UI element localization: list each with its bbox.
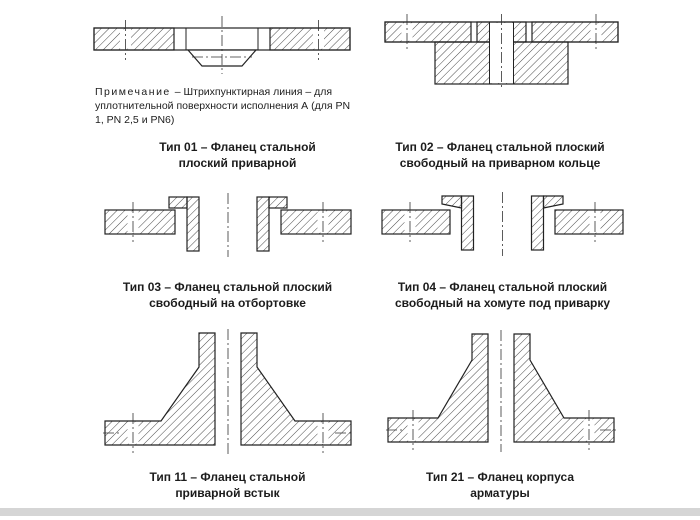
flange-type-02-drawing <box>384 14 619 88</box>
flange-type-11-drawing <box>103 329 353 455</box>
flange-plate-section <box>93 27 351 67</box>
flange-type-01-drawing <box>93 16 351 74</box>
note: Примечание– Штрихпунктирная линия – для … <box>95 86 357 128</box>
caption-line: свободный на отбортовке <box>149 296 306 311</box>
centerlines <box>125 16 319 74</box>
caption-type-04: Тип 04 – Фланец стальной плоский свободн… <box>378 279 627 311</box>
caption-line: Тип 04 – Фланец стальной плоский <box>397 280 608 294</box>
caption-line: свободный на приварном кольце <box>399 156 601 171</box>
caption-line: Тип 01 – Фланец стальной <box>159 140 316 154</box>
centerlines <box>406 14 597 88</box>
caption-type-21: Тип 21 – Фланец корпуса арматуры <box>395 469 605 501</box>
flange-type-03-drawing <box>104 193 352 257</box>
loose-flange-section <box>381 209 624 235</box>
flange-type-04-drawing <box>381 192 624 256</box>
caption-line: приварной встык <box>175 486 280 501</box>
centerlines <box>386 330 616 452</box>
caption-line: Тип 03 – Фланец стальной плоский <box>122 280 333 294</box>
page-bottom-edge <box>0 508 700 516</box>
caption-line: Тип 11 – Фланец стальной <box>149 470 306 484</box>
caption-line: Тип 02 – Фланец стальной плоский <box>395 140 605 154</box>
note-label: Примечание <box>95 86 171 98</box>
centerlines <box>409 192 596 256</box>
caption-line: Тип 21 – Фланец корпуса <box>425 470 575 484</box>
caption-line: арматуры <box>470 486 530 501</box>
caption-type-11: Тип 11 – Фланец стальной приварной встык <box>120 469 335 501</box>
caption-type-03: Тип 03 – Фланец стальной плоский свободн… <box>110 279 345 311</box>
note-text: – Штрихпунктирная линия – для уплотнител… <box>95 86 351 126</box>
flange-type-21-drawing <box>386 330 616 452</box>
centerlines <box>132 193 324 257</box>
caption-line: плоский приварной <box>178 156 297 171</box>
centerlines <box>103 329 353 455</box>
caption-type-01: Тип 01 – Фланец стальной плоский приварн… <box>130 139 345 171</box>
caption-line: свободный на хомуте под приварку <box>394 296 611 311</box>
caption-type-02: Тип 02 – Фланец стальной плоский свободн… <box>385 139 615 171</box>
pipe-and-flare-section <box>168 196 288 252</box>
pipe-and-collar-section <box>441 195 564 251</box>
